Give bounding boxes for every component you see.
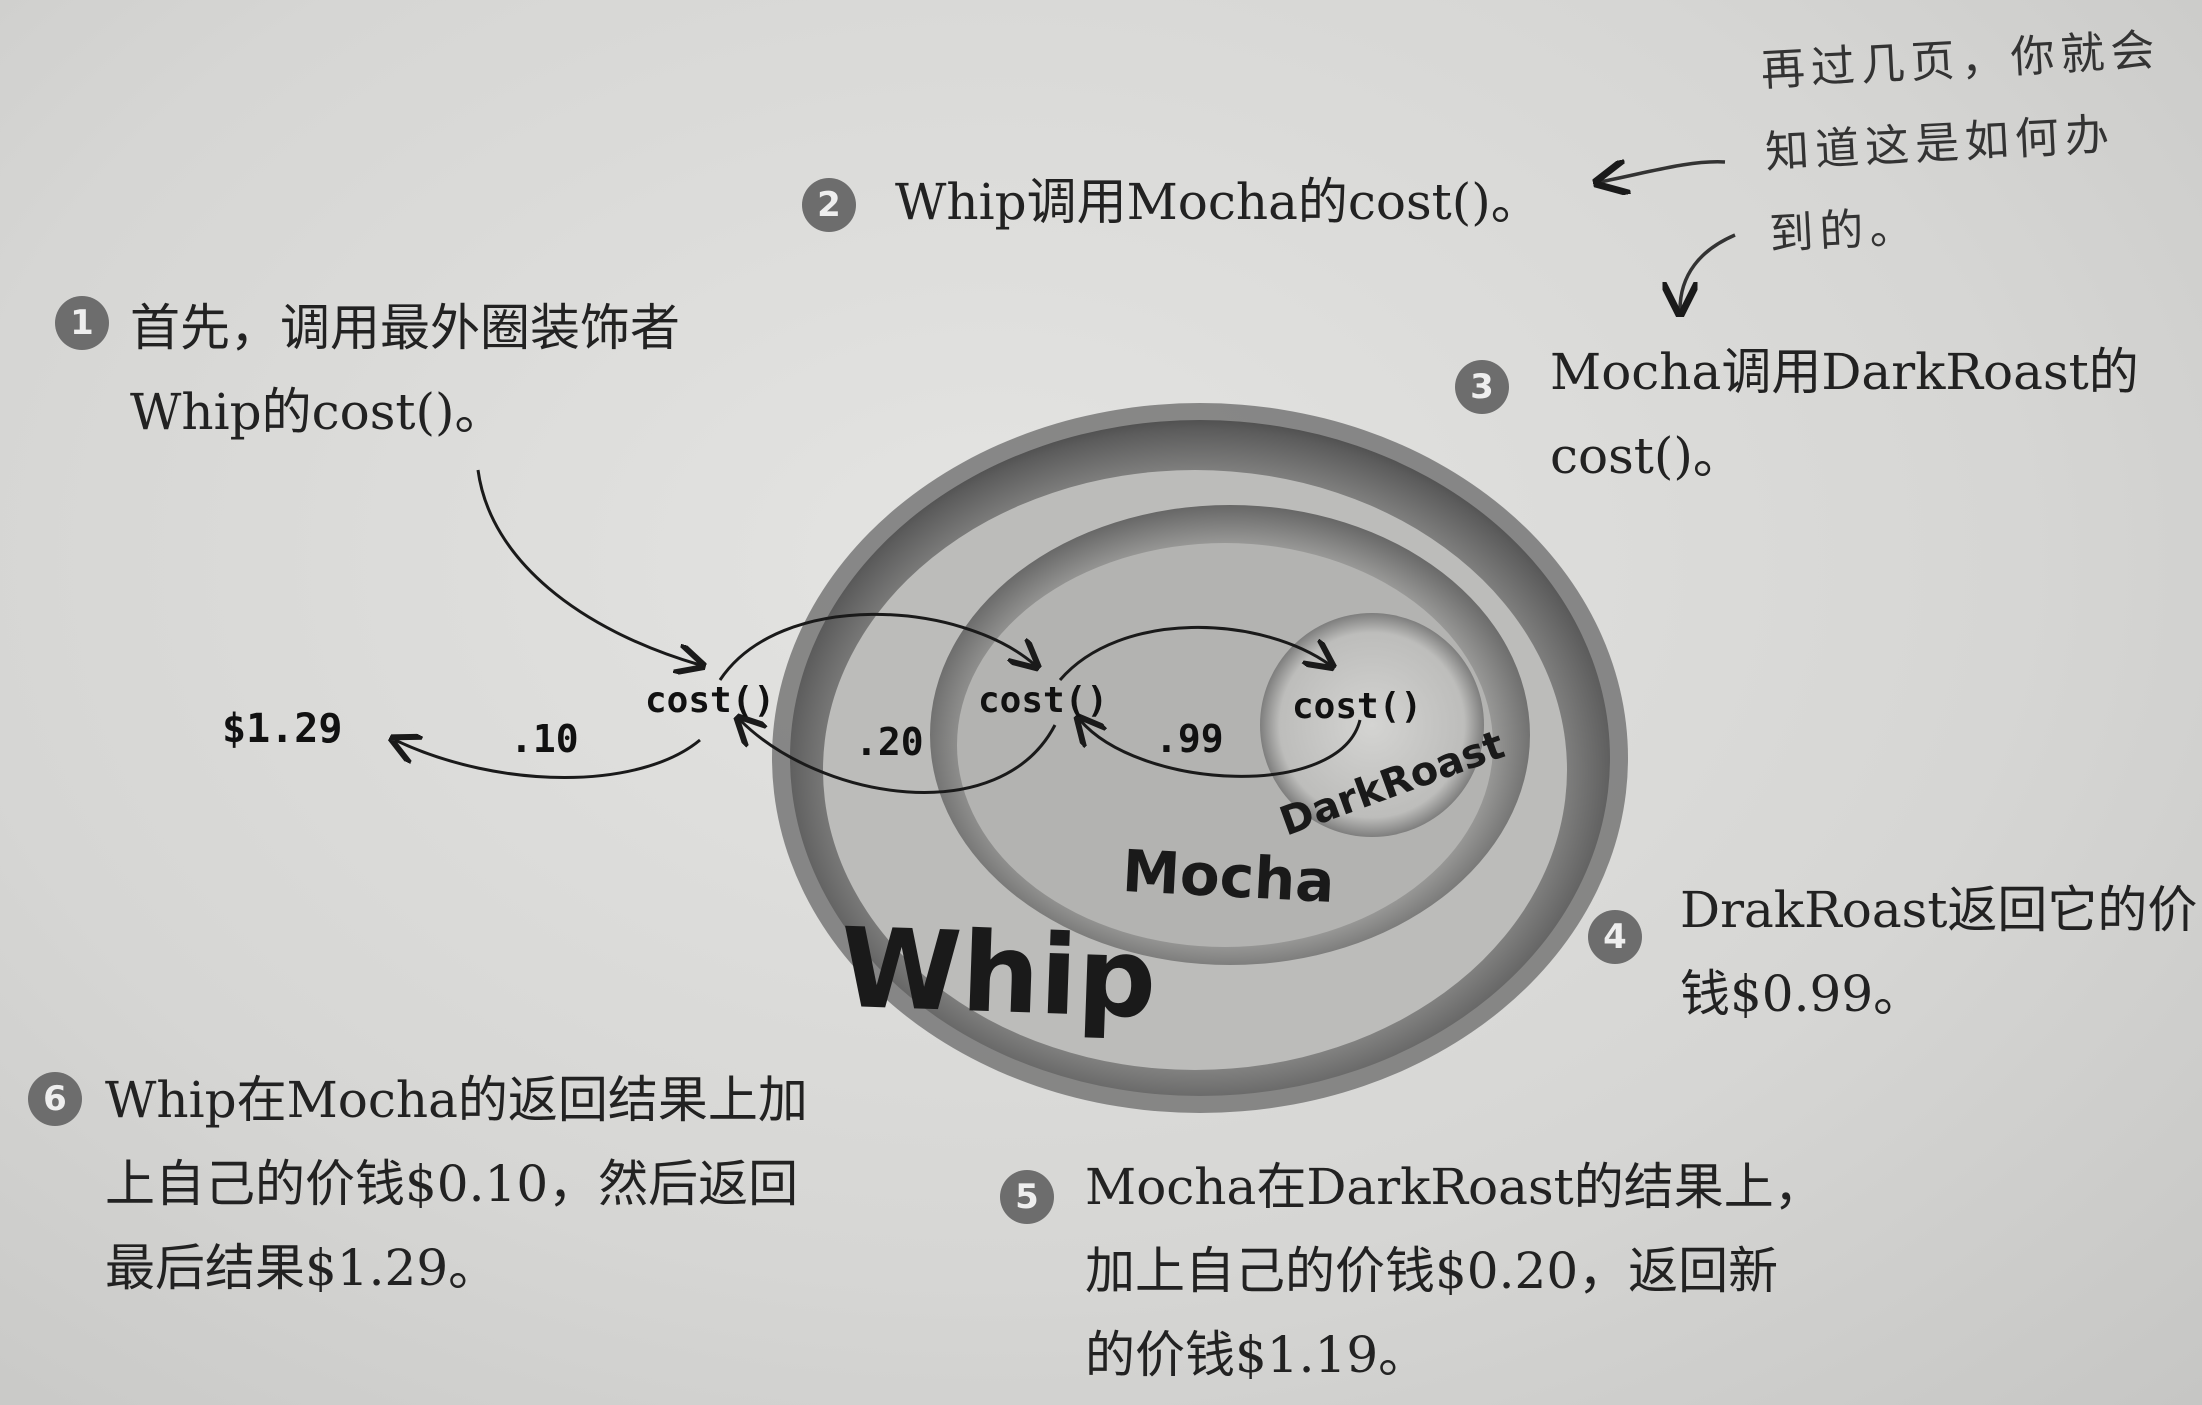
step-2-line-1: Whip调用Mocha的cost()。 — [895, 173, 1541, 231]
step-5-badge: 5 — [1000, 1170, 1054, 1224]
return-arrow-darkroast — [1080, 720, 1362, 778]
step-6-line-1: Whip在Mocha的返回结果上加 — [105, 1071, 808, 1129]
step-5-text: Mocha在DarkRoast的结果上， 加上自己的价钱$0.20，返回新 的价… — [1085, 1145, 1824, 1397]
result-total: $1.29 — [222, 706, 342, 752]
step-2-badge: 2 — [802, 178, 856, 232]
step-6-line-3: 最后结果$1.29。 — [105, 1239, 499, 1297]
note-arrow-down — [1680, 233, 1736, 310]
value-darkroast: .99 — [1155, 717, 1224, 761]
whip-label: Whip — [838, 904, 1158, 1043]
step-3-line-1: Mocha调用DarkRoast的 — [1550, 343, 2139, 401]
step-4-badge: 4 — [1588, 910, 1642, 964]
step-1-badge: 1 — [55, 296, 109, 350]
call-arrow-whip — [476, 469, 700, 665]
step-3-line-2: cost()。 — [1550, 427, 1743, 485]
step-2-text: Whip调用Mocha的cost()。 — [895, 160, 1541, 244]
step-5-line-2: 加上自己的价钱$0.20，返回新 — [1085, 1242, 1779, 1300]
cost-label-whip: cost() — [645, 680, 775, 721]
step-1-line-1: 首先，调用最外圈装饰者 — [130, 299, 680, 357]
step-1-text: 首先，调用最外圈装饰者 Whip的cost()。 — [130, 286, 680, 454]
note-arrow-left — [1600, 162, 1726, 182]
step-3-text: Mocha调用DarkRoast的 cost()。 — [1550, 330, 2139, 498]
step-1-line-2: Whip的cost()。 — [130, 383, 505, 441]
step-5-line-3: 的价钱$1.19。 — [1085, 1326, 1429, 1384]
value-mocha: .20 — [855, 720, 924, 764]
step-4-line-1: DrakRoast返回它的价 — [1680, 881, 2198, 939]
return-arrow-mocha — [740, 720, 1057, 794]
step-4-text: DrakRoast返回它的价 钱$0.99。 — [1680, 868, 2197, 1036]
step-6-text: Whip在Mocha的返回结果上加 上自己的价钱$0.10，然后返回 最后结果$… — [105, 1058, 808, 1310]
step-6-badge: 6 — [28, 1072, 82, 1126]
return-arrow-whip — [395, 740, 701, 779]
mocha-label: Mocha — [1121, 837, 1337, 916]
value-whip: .10 — [510, 717, 579, 761]
step-3-badge: 3 — [1455, 360, 1509, 414]
call-arrow-mocha — [718, 612, 1035, 681]
cost-label-darkroast: cost() — [1292, 686, 1422, 727]
step-5-line-1: Mocha在DarkRoast的结果上， — [1085, 1158, 1824, 1216]
step-4-line-2: 钱$0.99。 — [1680, 965, 1924, 1023]
call-arrow-darkroast — [1058, 626, 1330, 681]
cost-label-mocha: cost() — [978, 680, 1108, 721]
handwritten-note: 再过几页，你就会 知道这是如何办 到的。 — [1759, 10, 2171, 277]
step-6-line-2: 上自己的价钱$0.10，然后返回 — [105, 1155, 799, 1213]
